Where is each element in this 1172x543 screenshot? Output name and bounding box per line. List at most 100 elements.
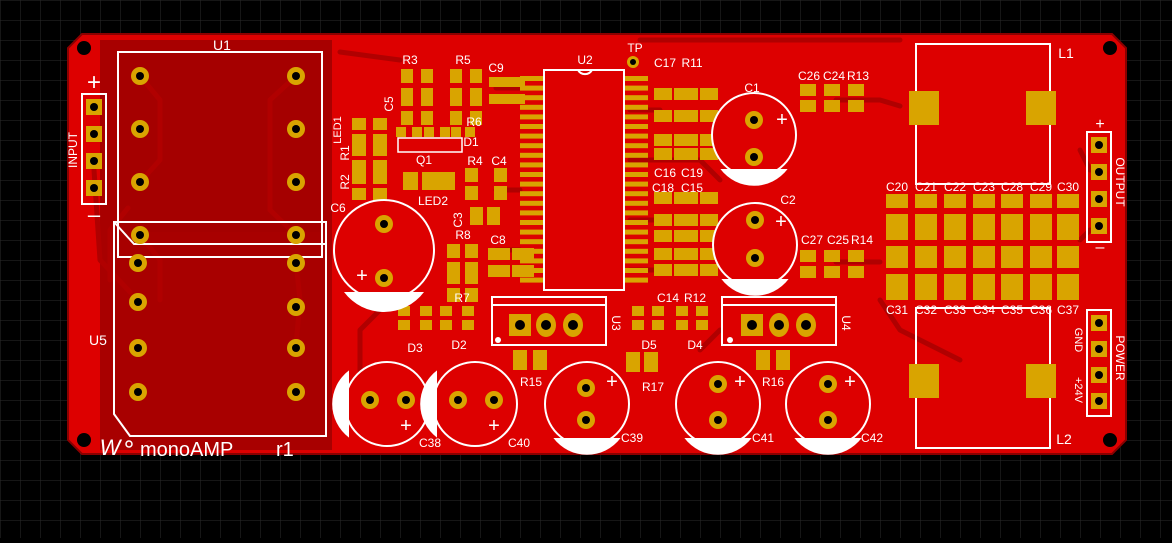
output-title: OUTPUT <box>1113 157 1127 207</box>
cap-pad <box>886 226 908 240</box>
smd-pad <box>494 168 507 182</box>
cap-label-top: C23 <box>973 180 995 194</box>
u2-pin <box>520 181 544 187</box>
smd-pad <box>848 100 864 112</box>
small-components-center: C17 R11 C16 C19 C18 C15 C14 R12 D5 D4 R1… <box>641 56 873 394</box>
cap-pad <box>915 226 937 240</box>
u2-pin <box>624 133 648 139</box>
power-gnd-label: GND <box>1072 328 1084 353</box>
module-pin-hole <box>292 125 300 133</box>
label-d1: D1 <box>463 135 479 149</box>
u3-label: U3 <box>609 315 623 331</box>
smd-pad <box>696 320 708 330</box>
smd-pad <box>756 350 770 370</box>
module-pads <box>129 67 305 401</box>
module-pin-hole <box>136 125 144 133</box>
smd-pad <box>700 214 718 226</box>
module-pin-hole <box>292 303 300 311</box>
label-led2: LED2 <box>418 194 448 208</box>
smd-pad <box>462 320 474 330</box>
module-pin-hole <box>292 178 300 186</box>
label-r15: R15 <box>520 375 542 389</box>
smd-pad <box>440 172 455 190</box>
cap-pad <box>1057 194 1079 208</box>
cap-pad <box>915 194 937 208</box>
module-pin-hole <box>136 72 144 80</box>
u2-pin <box>624 210 648 216</box>
output-filter-capacitors: C20C31C21C32C22C33C23C34C28C35C29C36C30C… <box>886 180 1079 317</box>
smd-pad <box>644 352 658 372</box>
smd-pad <box>470 207 483 225</box>
label-c38: C38 <box>419 436 441 450</box>
smd-pad <box>352 160 366 172</box>
smd-pad <box>373 134 387 146</box>
cap-label-bottom: C36 <box>1030 303 1052 317</box>
smd-pad <box>465 168 478 182</box>
smd-pad <box>465 127 475 137</box>
module-pin-hole <box>134 298 142 306</box>
l2-label: L2 <box>1056 431 1072 447</box>
cap-pad <box>973 226 995 240</box>
smd-pad <box>700 88 718 100</box>
smd-pad <box>776 350 790 370</box>
u2-pin <box>520 277 544 283</box>
cap-pad <box>944 254 966 268</box>
cap-label-bottom: C32 <box>915 303 937 317</box>
u2-pin <box>624 200 648 206</box>
u2-pin <box>520 258 544 264</box>
label-r11: R11 <box>681 56 702 70</box>
smd-pad <box>398 320 410 330</box>
input-minus-label: – <box>88 202 101 227</box>
module-pin-hole <box>292 344 300 352</box>
smd-pad <box>654 148 672 160</box>
u2-pin <box>520 76 544 81</box>
label-q1: Q1 <box>416 153 432 167</box>
smd-pad <box>507 94 525 104</box>
label-r1: R1 <box>338 145 352 161</box>
label-r6: R6 <box>466 115 482 129</box>
cap-pad <box>1001 194 1023 208</box>
input-connector[interactable]: + – INPUT <box>66 69 107 227</box>
output-connector[interactable]: + – OUTPUT <box>1086 116 1127 256</box>
cap-pad <box>1001 226 1023 240</box>
smd-pad <box>470 69 482 83</box>
output-plus-label: + <box>1095 116 1104 133</box>
power-24v-label: +24V <box>1072 377 1084 404</box>
smd-pad <box>654 88 672 100</box>
u2-pin <box>624 258 648 264</box>
polarity-plus: + <box>488 415 500 437</box>
u2-pin <box>520 143 544 149</box>
smd-pad <box>450 92 462 106</box>
label-d3: D3 <box>407 341 423 355</box>
module-pin-hole <box>136 231 144 239</box>
u2-label: U2 <box>577 53 593 67</box>
u2-pin <box>520 200 544 206</box>
label-c15: C15 <box>681 181 703 195</box>
mounting-holes <box>77 41 1117 447</box>
label-r2: R2 <box>338 174 352 190</box>
electrolytic-capacitor: + <box>333 199 435 313</box>
smd-pad <box>700 110 718 122</box>
u2-pin <box>624 191 648 197</box>
cap-pad <box>973 286 995 300</box>
smd-pad <box>632 306 644 316</box>
smd-pad <box>654 230 672 242</box>
polarity-plus: + <box>776 109 788 131</box>
u2-pin <box>520 162 544 168</box>
u2-pin <box>520 210 544 216</box>
board-name: monoAMP <box>140 439 233 461</box>
label-r14: R14 <box>851 233 873 247</box>
label-r5: R5 <box>455 53 471 67</box>
smd-pad <box>848 266 864 278</box>
smd-pad <box>487 207 500 225</box>
smd-pad <box>654 192 672 204</box>
power-connector[interactable]: GND +24V POWER <box>1072 309 1127 417</box>
label-d4: D4 <box>687 338 703 352</box>
cap-label-top: C30 <box>1057 180 1079 194</box>
u2-pin <box>520 152 544 158</box>
smd-pad <box>652 320 664 330</box>
smd-pad <box>680 148 698 160</box>
smd-pad <box>450 111 462 125</box>
inductor-l2: L2 <box>909 307 1072 449</box>
